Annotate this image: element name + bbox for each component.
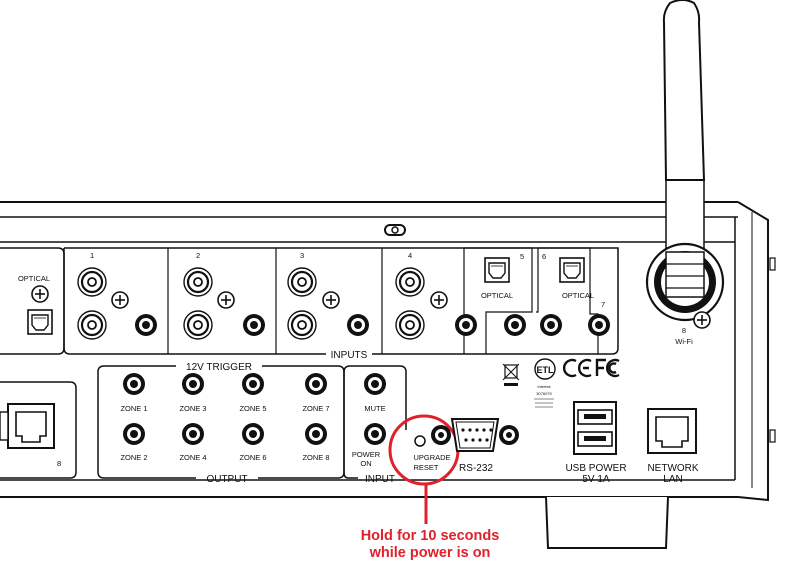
wifi-number: 8 xyxy=(682,326,686,335)
trigger-group-label: 12V TRIGGER xyxy=(186,362,252,373)
reset-label: RESET xyxy=(413,463,438,472)
upgrade-reset-highlight xyxy=(388,414,460,486)
rca-4b xyxy=(394,309,426,341)
power-on-label-1: POWER xyxy=(352,450,381,459)
power-on-label-2: ON xyxy=(360,459,371,468)
ce-mark-icon xyxy=(563,358,592,378)
optical-left-label: OPTICAL xyxy=(18,274,50,283)
foot xyxy=(545,496,669,549)
input-group-label: INPUT xyxy=(365,474,395,485)
rs232-port xyxy=(431,418,519,452)
ethernet-left-number: 8 xyxy=(57,459,61,468)
output-group-label: OUTPUT xyxy=(206,474,247,485)
wifi-label: Wi-Fi xyxy=(675,337,693,346)
trigger-jack-zone-1 xyxy=(123,373,145,395)
optical-port-6 xyxy=(559,257,585,283)
mute-jack xyxy=(364,373,386,395)
zone-5-label: ZONE 5 xyxy=(239,404,266,413)
ethernet-left-section xyxy=(0,381,77,479)
chassis xyxy=(0,201,776,502)
optical-port-left xyxy=(27,309,53,335)
network-lan-port xyxy=(647,408,697,454)
zone-8-label: ZONE 8 xyxy=(302,453,329,462)
zone-3-label: ZONE 3 xyxy=(179,404,206,413)
etl-mark-icon: ETL xyxy=(534,358,556,380)
optical-6-label: OPTICAL xyxy=(562,291,594,300)
input-number-3: 3 xyxy=(300,251,304,260)
callout-line-2: while power is on xyxy=(369,545,491,561)
usb-label-1: USB POWER xyxy=(565,463,626,474)
jack-3 xyxy=(347,314,369,336)
zone-2-label: ZONE 2 xyxy=(120,453,147,462)
rca-4a xyxy=(394,266,426,298)
jack-7 xyxy=(588,314,610,336)
upgrade-reset-button[interactable] xyxy=(414,435,426,447)
jack-5 xyxy=(504,314,526,336)
certification-marks: ETL Intertek 3076079 xyxy=(502,358,620,408)
inputs-group xyxy=(63,247,619,355)
cert-number: 3076079 xyxy=(536,391,552,396)
trigger-jack-zone-8 xyxy=(305,423,327,445)
input-number-5: 5 xyxy=(520,252,524,261)
fcc-mark-icon xyxy=(595,358,620,378)
zone-1-label: ZONE 1 xyxy=(120,404,147,413)
cert-intertek: Intertek xyxy=(537,384,550,389)
optical-left-section xyxy=(0,247,65,355)
trigger-jack-zone-4 xyxy=(182,423,204,445)
rca-3a xyxy=(286,266,318,298)
trigger-input-group xyxy=(343,365,407,479)
wifi-antenna-icon xyxy=(645,0,725,329)
input-number-2: 2 xyxy=(196,251,200,260)
zone-4-label: ZONE 4 xyxy=(179,453,206,462)
input-number-7: 7 xyxy=(601,300,605,309)
trigger-jack-zone-3 xyxy=(182,373,204,395)
optical-5-label: OPTICAL xyxy=(481,291,513,300)
usb-label-2: 5V 1A xyxy=(582,474,610,485)
rca-1b xyxy=(76,309,108,341)
network-label-1: NETWORK xyxy=(647,463,698,474)
zone-7-label: ZONE 7 xyxy=(302,404,329,413)
jack-6 xyxy=(540,314,562,336)
trigger-jack-zone-6 xyxy=(242,423,264,445)
svg-text:ETL: ETL xyxy=(537,365,555,375)
rs232-label: RS-232 xyxy=(459,463,493,474)
callout-line-1: Hold for 10 seconds xyxy=(360,528,500,544)
inputs-group-label: INPUTS xyxy=(331,350,368,361)
reset-instruction-callout: Hold for 10 seconds while power is on xyxy=(300,528,560,562)
input-number-1: 1 xyxy=(90,251,94,260)
weee-bin-icon xyxy=(502,363,520,386)
optical-port-5 xyxy=(484,257,510,283)
input-number-4: 4 xyxy=(408,251,412,260)
input-number-6: 6 xyxy=(542,252,546,261)
trigger-jack-zone-2 xyxy=(123,423,145,445)
rca-2a xyxy=(182,266,214,298)
network-label-2: LAN xyxy=(663,474,682,485)
trigger-jack-zone-5 xyxy=(242,373,264,395)
rca-1a xyxy=(76,266,108,298)
usb-power-port xyxy=(573,401,617,455)
jack-4 xyxy=(455,314,477,336)
rca-2b xyxy=(182,309,214,341)
trigger-jack-zone-7 xyxy=(305,373,327,395)
mute-label: MUTE xyxy=(364,404,385,413)
upgrade-label: UPGRADE xyxy=(413,453,450,462)
jack-1 xyxy=(135,314,157,336)
power-on-jack xyxy=(364,423,386,445)
jack-2 xyxy=(243,314,265,336)
zone-6-label: ZONE 6 xyxy=(239,453,266,462)
rca-3b xyxy=(286,309,318,341)
